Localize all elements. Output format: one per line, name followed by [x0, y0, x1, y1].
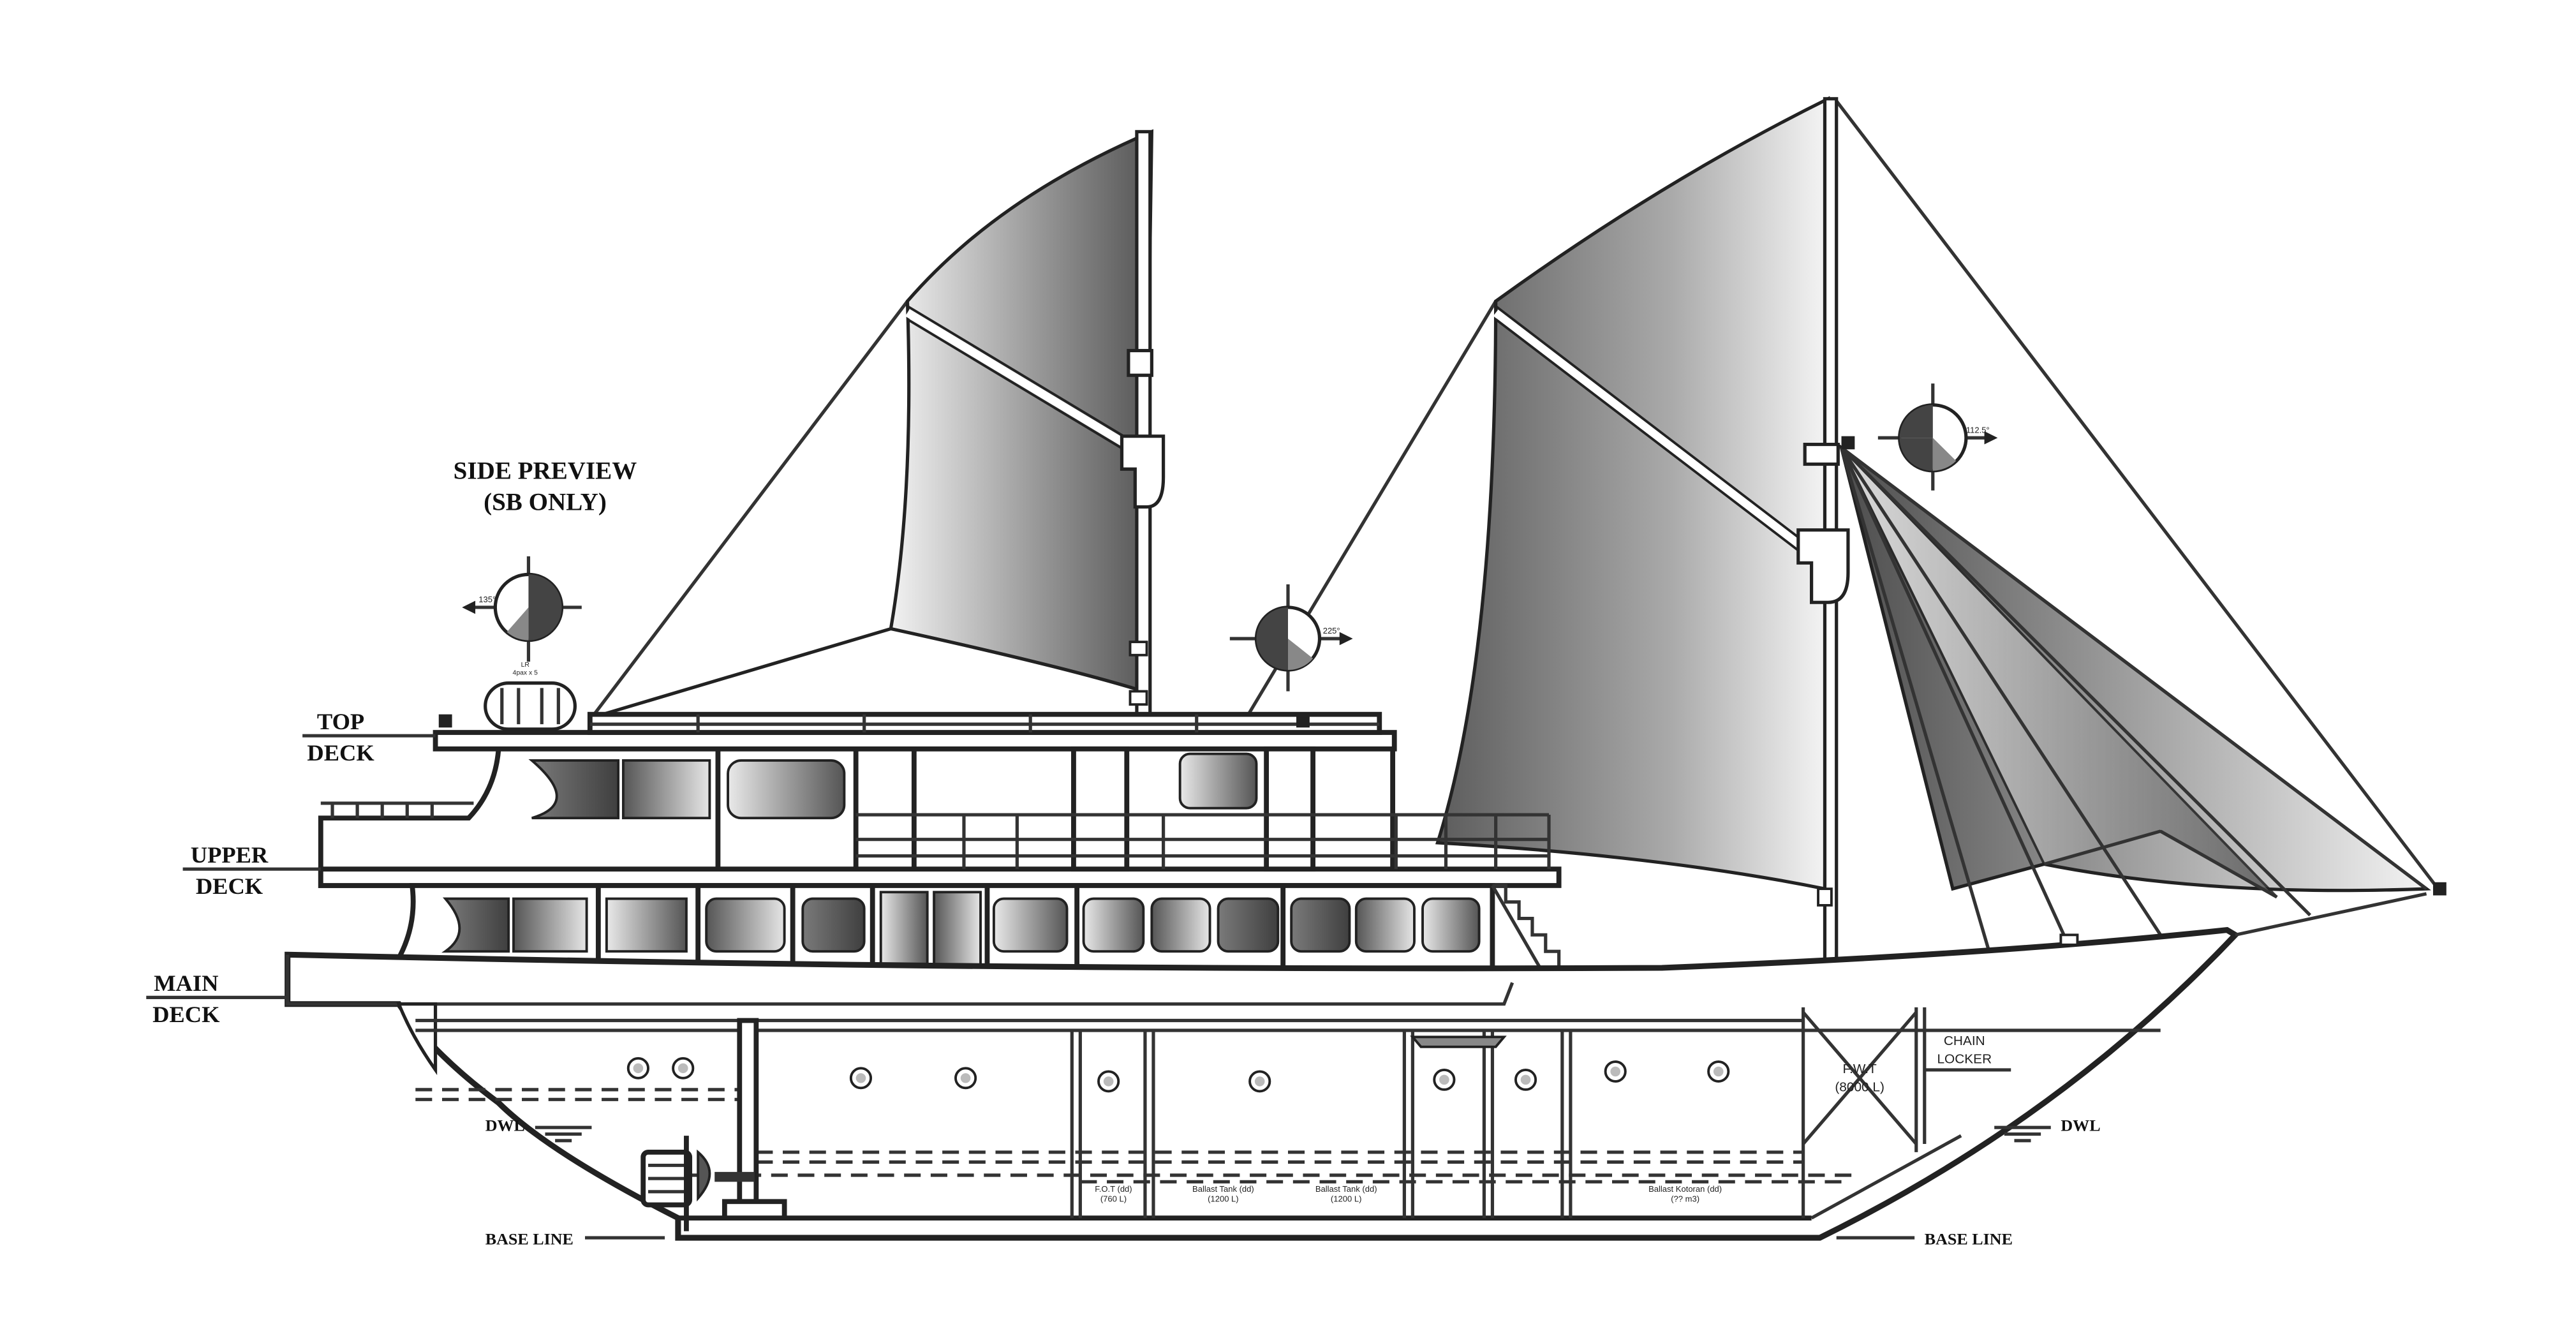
ballast-tank-b-label: Ballast Tank (dd) — [1315, 1184, 1377, 1194]
chain-locker-label-2: LOCKER — [1937, 1052, 1992, 1067]
upper-deck-label-1: UPPER — [191, 842, 269, 868]
top-deck-label-1: TOP — [317, 709, 364, 734]
bow-light-symbol: 112.5° — [1877, 383, 1998, 491]
rudder-propeller — [640, 1136, 755, 1231]
ballast-tank-c-label: Ballast Kotoran (dd) — [1648, 1184, 1722, 1194]
fwt-label: F.W.T — [1843, 1062, 1877, 1076]
main-deck-label-1: MAIN — [154, 970, 218, 996]
upper-deck-house — [318, 746, 1562, 888]
portholes — [626, 1057, 1730, 1093]
fwt-capacity: (8000 L) — [1835, 1080, 1884, 1095]
mid-light-angle: 225° — [1323, 626, 1340, 635]
fore-mast — [1796, 97, 1855, 973]
dwl-right-label: DWL — [2061, 1116, 2100, 1134]
title-line-1: SIDE PREVIEW — [454, 457, 637, 485]
base-line-left-label: BASE LINE — [485, 1229, 574, 1248]
aft-sail — [591, 129, 1154, 720]
fot-capacity: (760 L) — [1100, 1194, 1127, 1203]
top-deck-label-2: DECK — [307, 740, 374, 766]
fot-label: F.O.T (dd) — [1095, 1184, 1132, 1194]
top-deck — [433, 711, 1397, 752]
jib-sails — [1839, 443, 2431, 959]
upper-deck-label-2: DECK — [196, 873, 263, 899]
mid-light-symbol: 225° — [1229, 584, 1353, 692]
main-deck-house — [376, 883, 1597, 1021]
drawing-title: SIDE PREVIEW (SB ONLY) — [454, 457, 637, 516]
ballast-tank-c-capacity: (?? m3) — [1671, 1194, 1699, 1203]
waterline-labels: DWL DWL BASE LINE BASE LINE — [485, 1116, 2101, 1248]
stern-light-angle: 135° — [478, 595, 496, 604]
fore-sail — [1435, 96, 1830, 891]
ballast-tank-b-capacity: (1200 L) — [1331, 1194, 1361, 1203]
liferaft-label: LR — [521, 662, 529, 669]
title-line-2: (SB ONLY) — [484, 489, 607, 516]
liferaft: LR 4pax x 5 — [484, 662, 577, 731]
ballast-tank-a-capacity: (1200 L) — [1208, 1194, 1238, 1203]
chain-locker-label-1: CHAIN — [1944, 1034, 1985, 1048]
main-deck-label-2: DECK — [152, 1002, 219, 1027]
aft-mast — [1120, 130, 1166, 726]
deck-labels: TOP DECK UPPER DECK MAIN DECK — [146, 709, 436, 1027]
base-line-right-label: BASE LINE — [1925, 1229, 2013, 1248]
dwl-left-label: DWL — [485, 1116, 525, 1134]
ballast-tank-a-label: Ballast Tank (dd) — [1192, 1184, 1254, 1194]
bow-light-angle: 112.5° — [1966, 426, 1990, 435]
tank-labels: F.W.T (8000 L) CHAIN LOCKER F.O.T (dd) (… — [1095, 1034, 1992, 1203]
stern-light-symbol: 135° — [462, 556, 582, 662]
liferaft-capacity: 4pax x 5 — [513, 670, 538, 677]
